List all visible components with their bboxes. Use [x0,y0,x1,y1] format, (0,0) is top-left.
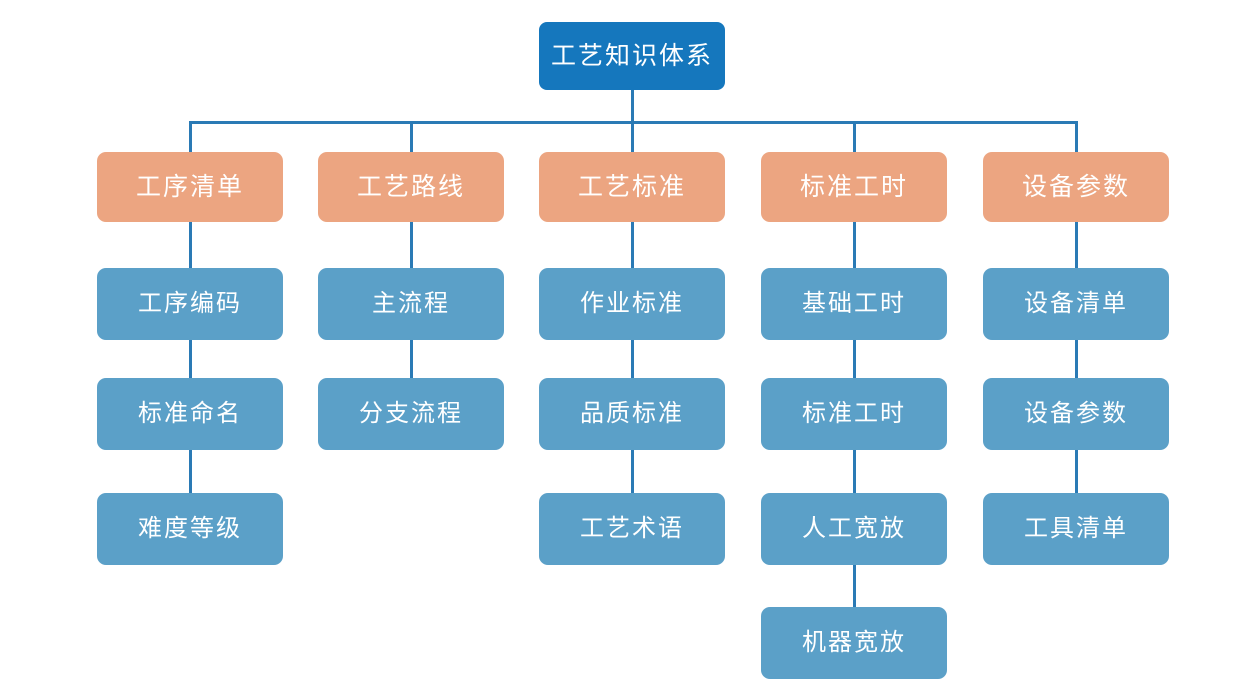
leaf-node-1-1[interactable]: 工序编码 [97,268,283,340]
connector-branch-3-to-child-1 [630,222,634,268]
connector-bus-drop-5 [1074,121,1078,152]
branch-node-5-label: 设备参数 [1021,172,1130,201]
leaf-node-1-2-label: 标准命名 [138,400,242,427]
branch-node-2[interactable]: 工艺路线 [318,152,504,222]
leaf-node-3-3[interactable]: 工艺术语 [539,493,725,565]
connector-bus-drop-4 [852,121,856,152]
leaf-node-4-4-label: 机器宽放 [802,629,906,656]
leaf-node-2-1-label: 主流程 [372,290,450,317]
leaf-node-5-1-label: 设备清单 [1024,290,1128,317]
leaf-node-3-1[interactable]: 作业标准 [539,268,725,340]
leaf-node-2-2-label: 分支流程 [359,400,463,427]
branch-node-3-label: 工艺标准 [577,172,686,201]
leaf-node-3-1-label: 作业标准 [580,290,684,317]
connector-child-4-3-to-4-4 [852,565,856,607]
leaf-node-5-1[interactable]: 设备清单 [983,268,1169,340]
connector-bus-drop-3 [630,121,634,152]
branch-node-5[interactable]: 设备参数 [983,152,1169,222]
connector-child-2-1-to-2-2 [409,340,413,378]
root-node[interactable]: 工艺知识体系 [539,22,725,90]
branch-node-4-label: 标准工时 [799,172,908,201]
leaf-node-3-2[interactable]: 品质标准 [539,378,725,450]
leaf-node-1-1-label: 工序编码 [138,290,242,317]
leaf-node-4-2-label: 标准工时 [802,400,906,427]
branch-node-3[interactable]: 工艺标准 [539,152,725,222]
leaf-node-2-2[interactable]: 分支流程 [318,378,504,450]
leaf-node-4-3-label: 人工宽放 [802,515,906,542]
leaf-node-1-2[interactable]: 标准命名 [97,378,283,450]
connector-child-4-1-to-4-2 [852,340,856,378]
leaf-node-1-3-label: 难度等级 [138,515,242,542]
leaf-node-3-3-label: 工艺术语 [580,515,684,542]
connector-child-4-2-to-4-3 [852,450,856,493]
leaf-node-5-3-label: 工具清单 [1024,515,1128,542]
leaf-node-1-3[interactable]: 难度等级 [97,493,283,565]
leaf-node-5-3[interactable]: 工具清单 [983,493,1169,565]
leaf-node-4-3[interactable]: 人工宽放 [761,493,947,565]
connector-branch-5-to-child-1 [1074,222,1078,268]
leaf-node-2-1[interactable]: 主流程 [318,268,504,340]
leaf-node-5-2-label: 设备参数 [1024,400,1128,427]
connector-child-3-2-to-3-3 [630,450,634,493]
leaf-node-4-1[interactable]: 基础工时 [761,268,947,340]
branch-node-2-label: 工艺路线 [356,172,465,201]
root-node-label: 工艺知识体系 [550,41,713,70]
connector-branch-2-to-child-1 [409,222,413,268]
leaf-node-4-2[interactable]: 标准工时 [761,378,947,450]
connector-bus-drop-1 [188,121,192,152]
branch-node-1[interactable]: 工序清单 [97,152,283,222]
connector-child-1-2-to-1-3 [188,450,192,493]
connector-child-1-1-to-1-2 [188,340,192,378]
connector-child-5-2-to-5-3 [1074,450,1078,493]
connector-branch-1-to-child-1 [188,222,192,268]
connector-branch-4-to-child-1 [852,222,856,268]
leaf-node-4-1-label: 基础工时 [802,290,906,317]
connector-child-5-1-to-5-2 [1074,340,1078,378]
branch-node-4[interactable]: 标准工时 [761,152,947,222]
connector-bus-drop-2 [409,121,413,152]
connector-child-3-1-to-3-2 [630,340,634,378]
leaf-node-3-2-label: 品质标准 [580,400,684,427]
leaf-node-4-4[interactable]: 机器宽放 [761,607,947,679]
connector-root-stem [630,90,634,123]
branch-node-1-label: 工序清单 [135,172,244,201]
leaf-node-5-2[interactable]: 设备参数 [983,378,1169,450]
